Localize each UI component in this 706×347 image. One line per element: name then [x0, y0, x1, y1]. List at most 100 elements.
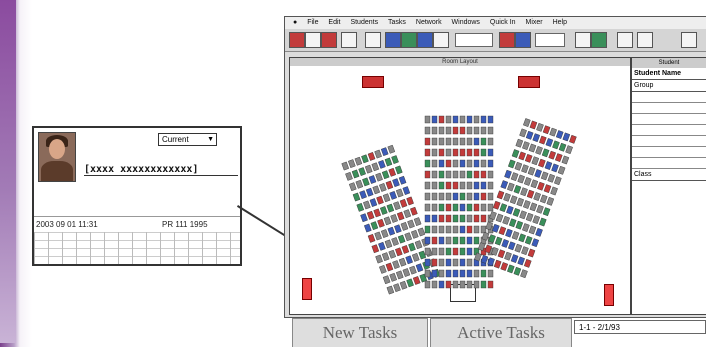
- seat-desk[interactable]: [466, 126, 473, 135]
- seat-desk[interactable]: [519, 128, 527, 138]
- tool-button-4[interactable]: [341, 32, 357, 48]
- menu-edit[interactable]: Edit: [328, 19, 341, 26]
- seat-desk[interactable]: [405, 255, 413, 265]
- toolbar-field-2[interactable]: [535, 33, 565, 47]
- seat-desk[interactable]: [480, 137, 487, 146]
- seat-desk[interactable]: [515, 220, 524, 230]
- seat-desk[interactable]: [424, 236, 431, 245]
- menu-tasks[interactable]: Tasks: [388, 19, 406, 26]
- seat-desk[interactable]: [527, 166, 536, 176]
- seat-desk[interactable]: [385, 262, 394, 272]
- seat-desk[interactable]: [445, 148, 452, 157]
- seat-desk[interactable]: [466, 159, 473, 168]
- seat-desk[interactable]: [506, 205, 514, 215]
- seat-desk[interactable]: [409, 265, 417, 275]
- seat-desk[interactable]: [508, 218, 517, 228]
- seat-desk[interactable]: [536, 204, 544, 214]
- seat-desk[interactable]: [466, 148, 473, 157]
- seat-desk[interactable]: [431, 280, 438, 289]
- seat-desk[interactable]: [402, 268, 411, 277]
- seat-desk[interactable]: [538, 158, 546, 168]
- seat-desk[interactable]: [364, 223, 372, 233]
- seat-desk[interactable]: [389, 190, 397, 200]
- seat-desk[interactable]: [424, 181, 431, 190]
- seat-desk[interactable]: [519, 210, 527, 220]
- seat-desk[interactable]: [459, 126, 466, 135]
- seat-desk[interactable]: [459, 225, 466, 234]
- seat-desk[interactable]: [523, 258, 532, 268]
- seat-desk[interactable]: [514, 243, 523, 253]
- seat-desk[interactable]: [402, 186, 411, 195]
- seat-desk[interactable]: [351, 169, 360, 179]
- tool-button-14[interactable]: [617, 32, 633, 48]
- seat-desk[interactable]: [526, 189, 535, 199]
- seat-desk[interactable]: [487, 148, 494, 157]
- seat-desk[interactable]: [480, 214, 487, 223]
- seat-desk[interactable]: [558, 142, 567, 152]
- seat-desk[interactable]: [374, 231, 382, 241]
- seat-desk[interactable]: [501, 239, 509, 248]
- seat-desk[interactable]: [365, 187, 374, 197]
- seat-desk[interactable]: [507, 264, 515, 274]
- seat-desk[interactable]: [521, 246, 529, 256]
- seat-desk[interactable]: [487, 269, 494, 278]
- seat-desk[interactable]: [424, 115, 431, 124]
- seat-desk[interactable]: [388, 249, 397, 259]
- seat-desk[interactable]: [382, 193, 391, 203]
- seat-desk[interactable]: [364, 164, 373, 174]
- seat-desk[interactable]: [371, 244, 380, 254]
- seat-desk[interactable]: [452, 247, 459, 256]
- seat-desk[interactable]: [513, 266, 522, 276]
- seat-desk[interactable]: [518, 151, 526, 161]
- seat-desk[interactable]: [518, 233, 526, 243]
- seat-desk[interactable]: [438, 203, 445, 212]
- seat-desk[interactable]: [552, 140, 560, 150]
- seat-desk[interactable]: [536, 122, 544, 132]
- seat-desk[interactable]: [554, 153, 563, 163]
- seat-desk[interactable]: [381, 252, 390, 262]
- seat-desk[interactable]: [438, 159, 445, 168]
- seat-desk[interactable]: [473, 203, 480, 212]
- tab-active-tasks[interactable]: Active Tasks: [430, 318, 572, 347]
- seat-desk[interactable]: [480, 159, 487, 168]
- seat-desk[interactable]: [509, 195, 518, 205]
- seat-desk[interactable]: [487, 181, 494, 190]
- seat-desk[interactable]: [412, 276, 421, 285]
- seat-desk[interactable]: [424, 126, 431, 135]
- seat-desk[interactable]: [480, 254, 489, 264]
- seat-desk[interactable]: [532, 133, 541, 143]
- seat-desk[interactable]: [535, 227, 543, 237]
- seat-desk[interactable]: [403, 209, 412, 219]
- seat-desk[interactable]: [438, 236, 445, 245]
- seat-desk[interactable]: [551, 163, 559, 173]
- seat-desk[interactable]: [406, 196, 414, 206]
- seat-desk[interactable]: [466, 192, 473, 201]
- seat-desk[interactable]: [356, 202, 365, 212]
- seat-desk[interactable]: [499, 203, 508, 213]
- list-item[interactable]: [632, 125, 706, 136]
- seat-desk[interactable]: [445, 159, 452, 168]
- seat-desk[interactable]: [473, 137, 480, 146]
- seat-desk[interactable]: [503, 192, 511, 202]
- seat-desk[interactable]: [431, 148, 438, 157]
- seat-desk[interactable]: [399, 280, 408, 290]
- seat-desk[interactable]: [466, 280, 473, 289]
- seat-desk[interactable]: [372, 185, 381, 195]
- seat-desk[interactable]: [500, 262, 509, 271]
- seat-desk[interactable]: [488, 234, 496, 244]
- seat-desk[interactable]: [384, 239, 393, 249]
- seat-desk[interactable]: [394, 224, 402, 234]
- seat-desk[interactable]: [452, 192, 459, 201]
- seat-desk[interactable]: [459, 214, 466, 223]
- seat-desk[interactable]: [431, 269, 438, 278]
- seat-desk[interactable]: [445, 214, 452, 223]
- seat-desk[interactable]: [358, 167, 366, 176]
- seat-desk[interactable]: [502, 215, 510, 225]
- seat-desk[interactable]: [459, 159, 466, 168]
- seat-desk[interactable]: [512, 208, 521, 217]
- seat-desk[interactable]: [424, 148, 431, 157]
- seat-desk[interactable]: [492, 200, 501, 210]
- seat-desk[interactable]: [511, 231, 520, 240]
- seat-desk[interactable]: [466, 225, 473, 234]
- tab-new-tasks[interactable]: New Tasks: [292, 318, 428, 347]
